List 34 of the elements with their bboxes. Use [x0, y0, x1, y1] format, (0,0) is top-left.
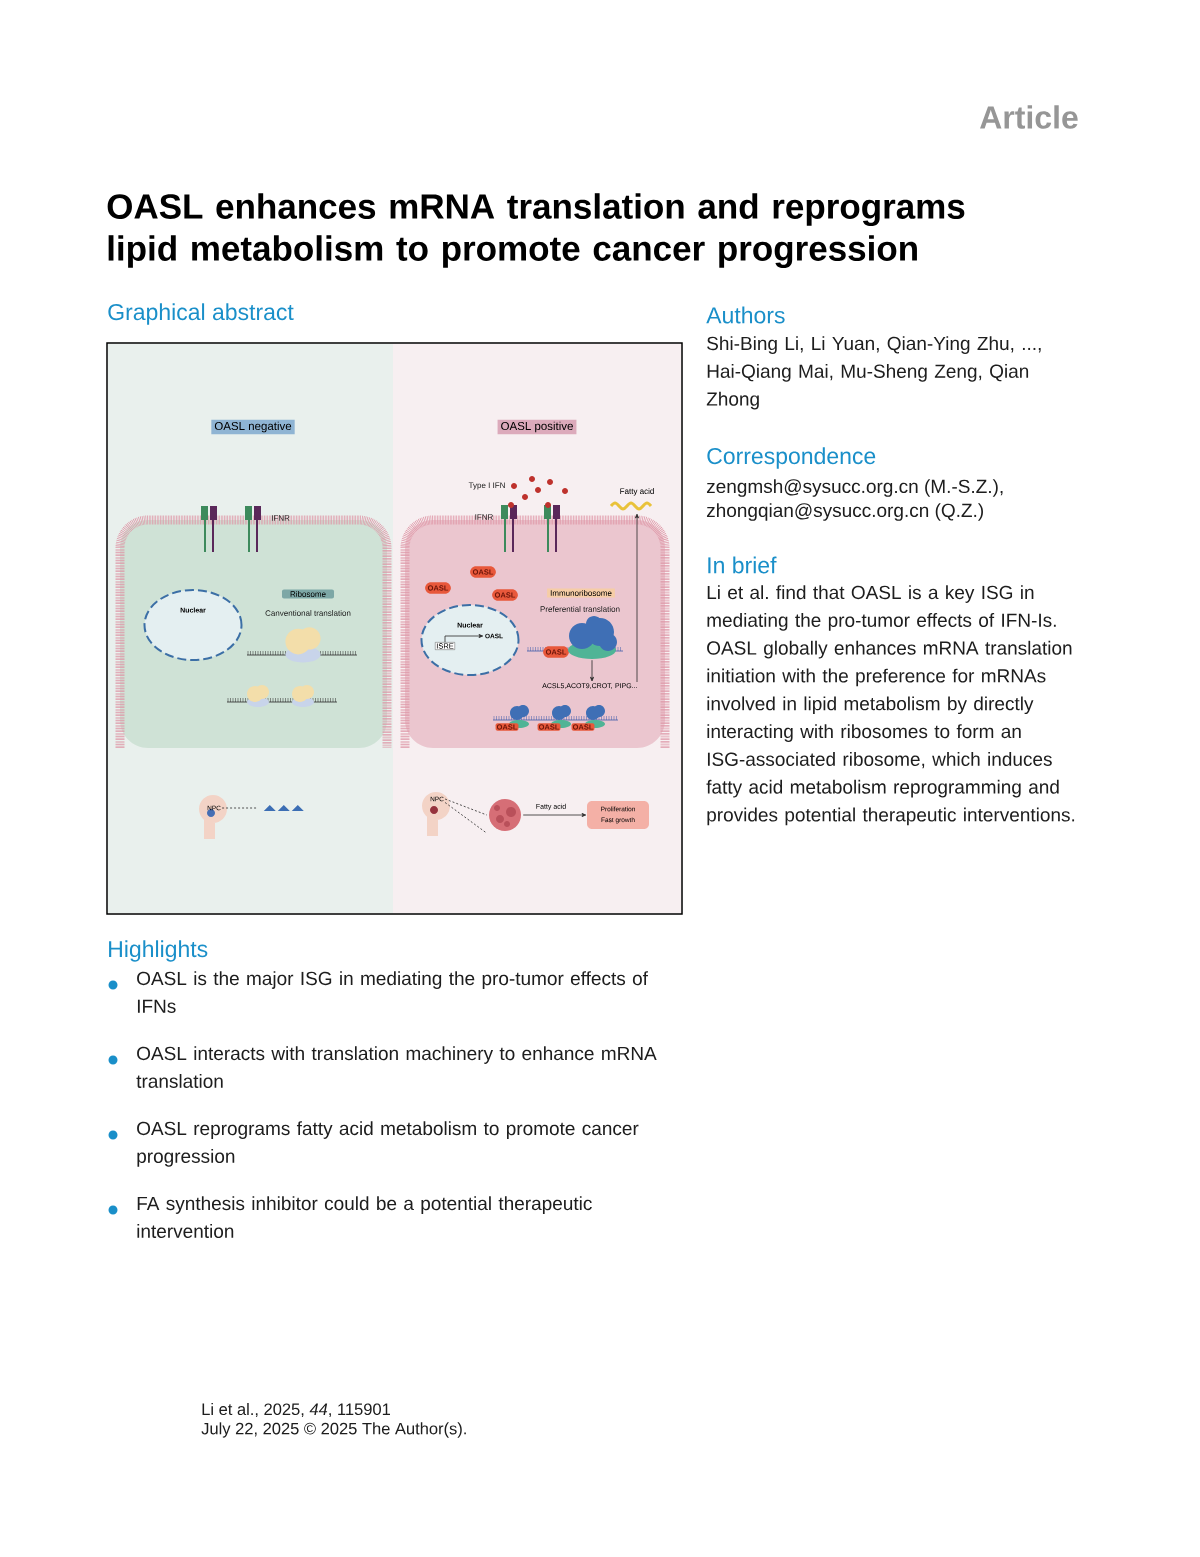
- arrow: [590, 659, 594, 682]
- article-type-label: Article: [980, 105, 1078, 129]
- section-heading: Graphical abstract: [108, 303, 294, 325]
- highlight-item: OASL reprograms fatty acid metabolism to promote cancer progression: [108, 1121, 639, 1167]
- section-heading: In brief: [708, 556, 777, 574]
- email-text: zhongqian@sysucc.org.cn (Q.Z.): [707, 503, 983, 521]
- leader-line: [444, 802, 488, 834]
- process-label: Canventional translation: [265, 610, 351, 616]
- leader-line: [221, 807, 258, 809]
- arrow: [635, 513, 639, 683]
- fatty-acid-label: Fatty acid: [620, 488, 654, 496]
- author-list: Shi-Bing Li, Li Yuan, Qian-Ying Zhu, ..., Hai-Qiang Mai, Mu-Sheng Zeng, Qian Zhong: [706, 336, 1041, 410]
- summary-paragraph: Li et al. find that OASL is a key ISG in mediating the pro-tumor effects of IFN-Is. OASL globally enhances mRNA translation initiation with the preference for mRNAs involved in lipid metabolism by directly interacting with ribosomes to form an ISG-associated ribosome, which induces fatty acid metabolism reprogramming and provides potential therapeutic interventions.: [706, 585, 1075, 826]
- leader-line: [444, 798, 488, 816]
- highlight-item: OASL interacts with translation machinery to enhance mRNA translation: [108, 1046, 657, 1088]
- tumor-drawing: [489, 799, 521, 831]
- receptor-label: IFNR: [475, 514, 493, 520]
- section-heading: Highlights: [109, 940, 208, 962]
- process-label: Preferential translation: [540, 606, 620, 612]
- citation-text: Li et al., 2025, 44, 115901: [202, 1403, 390, 1418]
- page-title: OASL enhances mRNA translation and reprograms lipid metabolism to promote cancer progression: [107, 193, 965, 268]
- tag-box: Ribosome: [282, 589, 334, 599]
- highlight-item: FA synthesis inhibitor could be a potential therapeutic intervention: [108, 1196, 592, 1238]
- arrow: [522, 813, 587, 817]
- tag-box: Immunoribosome: [547, 588, 615, 598]
- section-heading: Correspondence: [707, 447, 876, 469]
- arrow: [444, 634, 484, 643]
- section-heading: Authors: [706, 306, 785, 324]
- ligand-label: Type I IFN: [468, 482, 505, 490]
- tissue-drawing: [263, 805, 304, 811]
- receptor-label: IFNR: [271, 515, 290, 521]
- highlight-item: OASL is the major ISG in mediating the pro-tumor effects of IFNs: [108, 971, 648, 1013]
- email-text: zengmsh@sysucc.org.cn (M.-S.Z.),: [707, 479, 1003, 497]
- citation-text: July 22, 2025 © 2025 The Author(s).: [201, 1422, 466, 1438]
